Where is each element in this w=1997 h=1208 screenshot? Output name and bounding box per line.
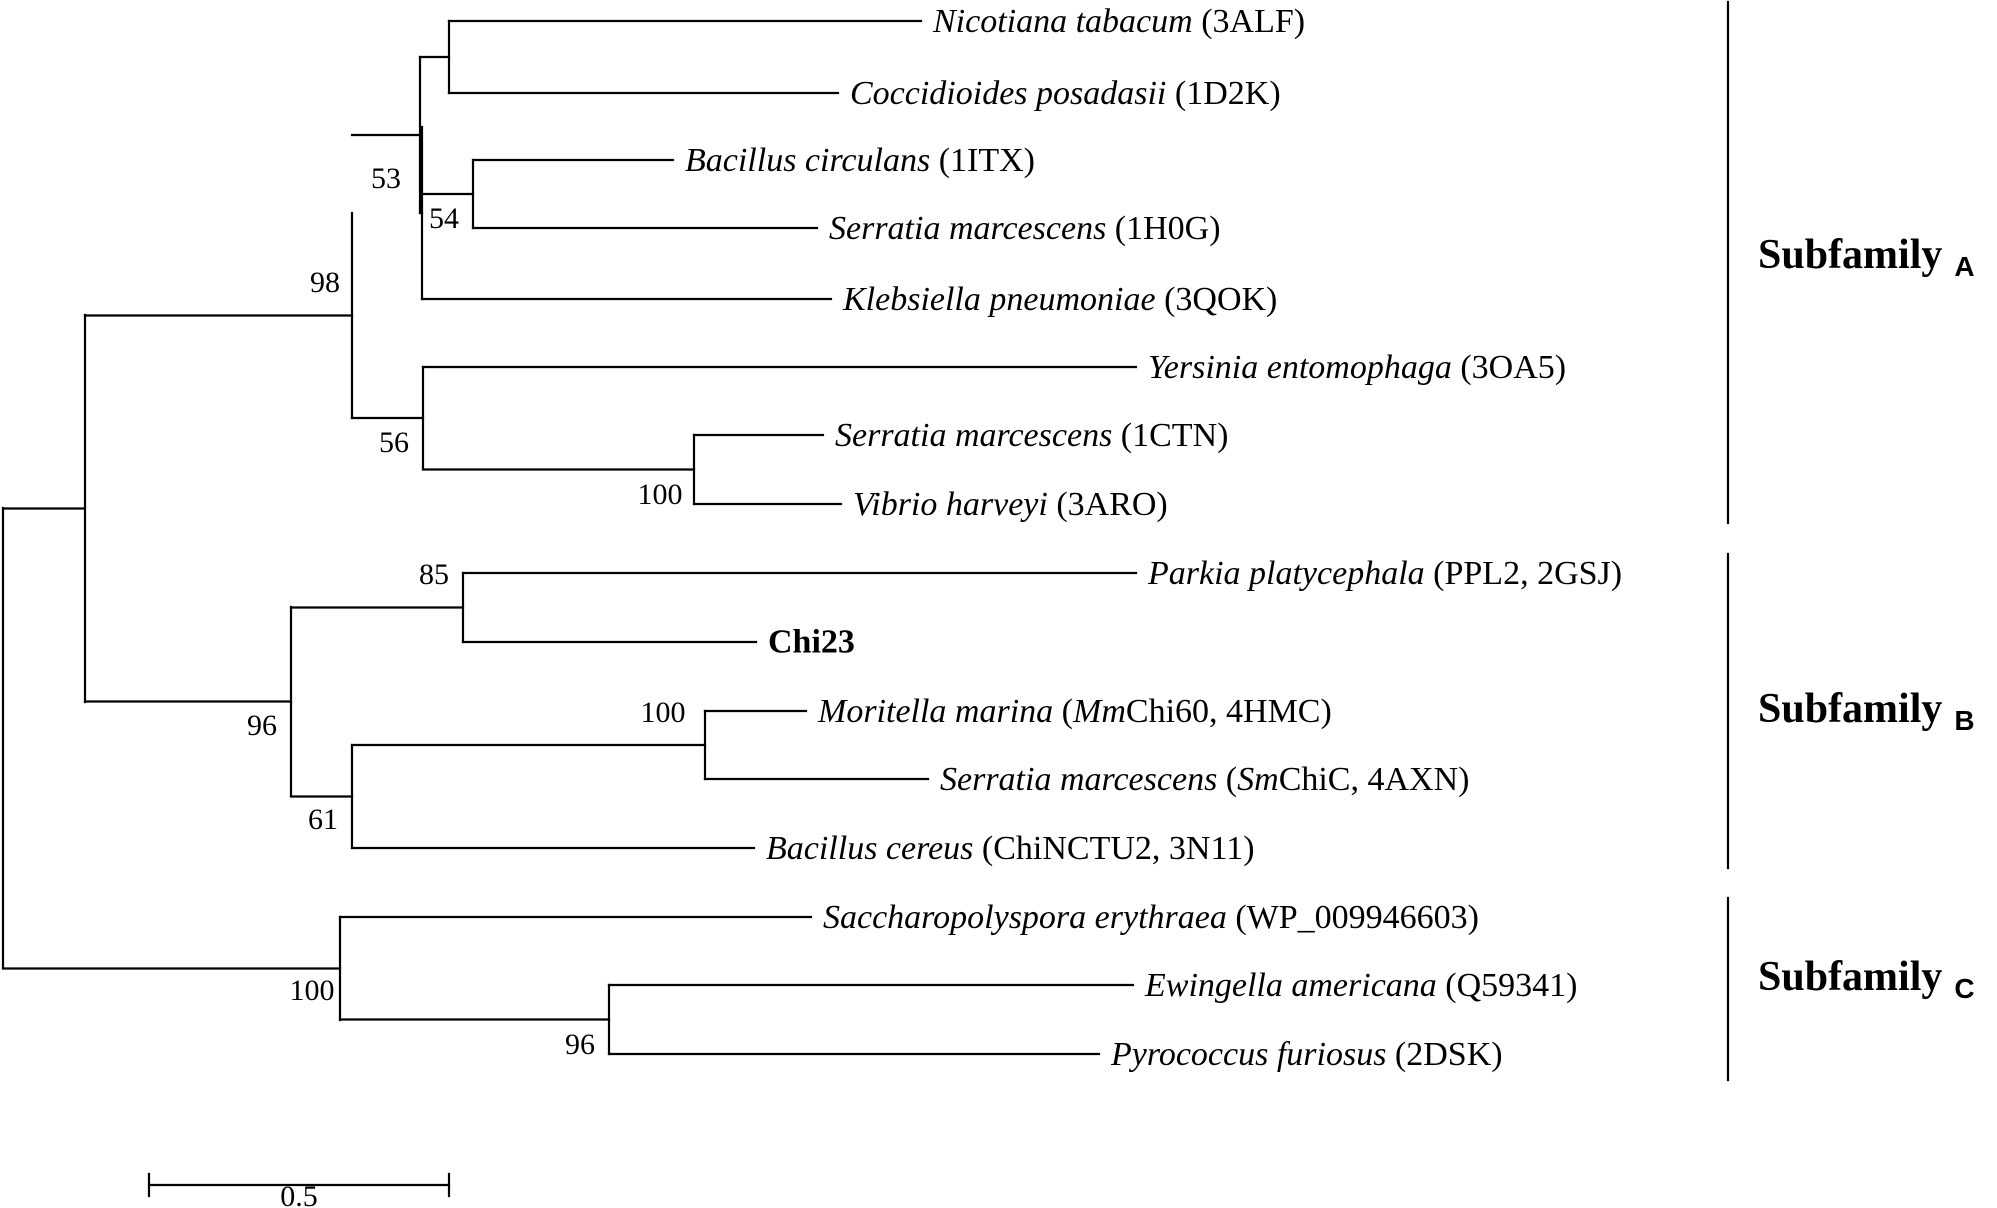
- accession-suffix: Chi60, 4HMC): [1126, 693, 1332, 730]
- leaf-label: Nicotiana tabacum (3ALF): [932, 3, 1305, 40]
- bootstrap-value: 98: [310, 266, 340, 299]
- leaf-label: Serratia marcescens (1H0G): [829, 210, 1221, 247]
- leaf-label: Saccharopolyspora erythraea (WP_00994660…: [823, 899, 1479, 936]
- subfamily-label: Subfamily A: [1758, 232, 1975, 282]
- accession-id: (Q59341): [1437, 967, 1578, 1004]
- subfamily-word: Subfamily: [1758, 954, 1942, 1000]
- species-name: Serratia marcescens: [940, 761, 1217, 798]
- accession-suffix: ChiC, 4AXN): [1279, 761, 1470, 798]
- accession-id: (3ARO): [1048, 486, 1168, 523]
- species-name: Coccidioides posadasii: [850, 75, 1166, 112]
- bootstrap-value: 54: [429, 202, 459, 235]
- species-name: Serratia marcescens: [829, 210, 1106, 247]
- leaf-label: Moritella marina (MmChi60, 4HMC): [817, 693, 1332, 730]
- bootstrap-value: 100: [641, 696, 686, 729]
- species-name: Serratia marcescens: [835, 417, 1112, 454]
- bootstrap-value: 56: [379, 426, 409, 459]
- leaf-label: Yersinia entomophaga (3OA5): [1148, 349, 1566, 386]
- subfamily-word: Subfamily: [1758, 686, 1942, 732]
- species-name: Saccharopolyspora erythraea: [823, 899, 1227, 936]
- species-name: Nicotiana tabacum: [932, 3, 1193, 40]
- accession-id: (2DSK): [1386, 1036, 1502, 1073]
- subfamily-word: Subfamily: [1758, 232, 1942, 278]
- bootstrap-value: 61: [308, 803, 338, 836]
- leaf-label: Parkia platycephala (PPL2, 2GSJ): [1147, 555, 1622, 592]
- bootstrap-value: 100: [638, 478, 683, 511]
- accession-id: (3QOK): [1156, 281, 1278, 318]
- leaf-label: Chi23: [768, 624, 855, 661]
- scale-bar-label: 0.5: [280, 1180, 318, 1208]
- protein-prefix: Sm: [1237, 761, 1279, 798]
- leaf-label: Vibrio harveyi (3ARO): [853, 486, 1168, 523]
- species-name: Bacillus circulans: [685, 142, 930, 179]
- bootstrap-value: 100: [290, 974, 335, 1007]
- accession-id: (PPL2, 2GSJ): [1425, 555, 1622, 592]
- subfamily-label: Subfamily C: [1758, 954, 1975, 1004]
- accession-id: (3ALF): [1193, 3, 1305, 40]
- bootstrap-value: 96: [247, 709, 277, 742]
- bootstrap-values: 53 54 98 56 100 85 96 100 61 100 96: [247, 162, 686, 1061]
- species-name: Pyrococcus furiosus: [1110, 1036, 1386, 1073]
- bootstrap-value: 53: [371, 162, 401, 195]
- bootstrap-value: 96: [565, 1028, 595, 1061]
- accession-prefix: (: [1217, 761, 1237, 798]
- subfamily-label: Subfamily B: [1758, 686, 1975, 736]
- leaf-label: Bacillus cereus (ChiNCTU2, 3N11): [766, 830, 1255, 867]
- subfamily-letter: A: [1954, 251, 1974, 282]
- species-name: Ewingella americana: [1144, 967, 1437, 1004]
- subfamily-letter: B: [1954, 705, 1974, 736]
- accession-id: (1D2K): [1166, 75, 1280, 112]
- bootstrap-value: 85: [419, 558, 449, 591]
- species-name: Klebsiella pneumoniae: [842, 281, 1156, 318]
- accession-id: (WP_009946603): [1227, 899, 1479, 936]
- species-name: Vibrio harveyi: [853, 486, 1048, 523]
- species-name: Moritella marina: [817, 693, 1053, 730]
- leaf-label: Bacillus circulans (1ITX): [685, 142, 1035, 179]
- accession-id: (ChiNCTU2, 3N11): [973, 830, 1254, 867]
- leaf-label: Coccidioides posadasii (1D2K): [850, 75, 1281, 112]
- species-name: Bacillus cereus: [766, 830, 973, 867]
- scale-bar: 0.5: [147, 1172, 451, 1208]
- leaf-label: Serratia marcescens (SmChiC, 4AXN): [940, 761, 1469, 798]
- species-name: Yersinia entomophaga: [1148, 349, 1452, 386]
- accession-prefix: (: [1053, 693, 1073, 730]
- subfamily-letter: C: [1954, 973, 1974, 1004]
- accession-id: (1ITX): [930, 142, 1035, 179]
- accession-id: (1CTN): [1112, 417, 1228, 454]
- leaf-label: Klebsiella pneumoniae (3QOK): [842, 281, 1277, 318]
- accession-id: (3OA5): [1452, 349, 1566, 386]
- leaf-label: Pyrococcus furiosus (2DSK): [1110, 1036, 1503, 1073]
- protein-prefix: Mm: [1072, 693, 1126, 730]
- leaf-label: Serratia marcescens (1CTN): [835, 417, 1228, 454]
- species-name: Parkia platycephala: [1147, 555, 1425, 592]
- leaf-label: Ewingella americana (Q59341): [1144, 967, 1578, 1004]
- leaf-labels: Nicotiana tabacum (3ALF) Coccidioides pos…: [685, 3, 1622, 1073]
- accession-id: (1H0G): [1106, 210, 1220, 247]
- tree-branches: [1, 19, 1138, 1056]
